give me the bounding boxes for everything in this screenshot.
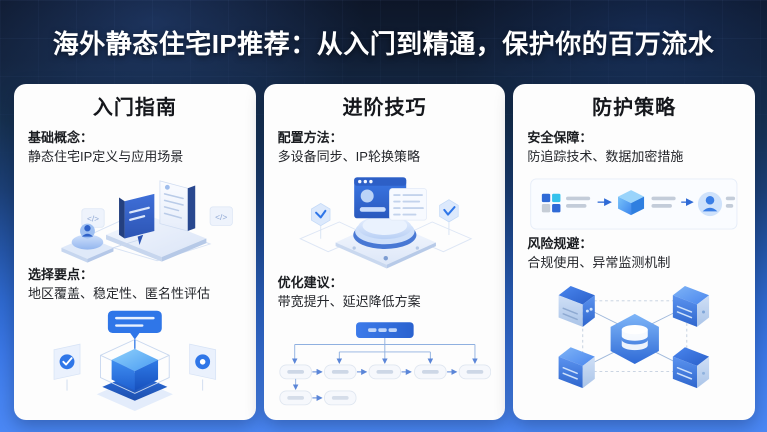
section-text: 多设备同步、IP轮换策略	[277, 149, 420, 164]
section-text: 地区覆盖、稳定性、匿名性评估	[28, 286, 211, 301]
section-label: 配置方法：	[277, 130, 343, 145]
section-text: 防追踪技术、数据加密措施	[527, 149, 684, 164]
section-label: 选择要点：	[28, 267, 94, 282]
card-advanced-tips: 进阶技巧 配置方法： 多设备同步、IP轮换策略	[263, 84, 506, 420]
page-title: 海外静态住宅IP推荐：从入门到精通，保护你的百万流水	[52, 29, 715, 59]
section-label: 安全保障：	[527, 130, 593, 145]
card-getting-started: 入门指南 基础概念： 静态住宅IP定义与应用场景	[14, 84, 256, 420]
server-network-topology-illustration	[527, 276, 741, 400]
isometric-secure-cube-illustration	[28, 305, 242, 413]
section-label: 风险规避：	[527, 236, 593, 251]
card-protection-strategy: 防护策略 安全保障： 防追踪技术、数据加密措施	[513, 84, 756, 420]
svg-text:</>: </>	[215, 212, 227, 222]
card-heading: 进阶技巧	[342, 97, 427, 119]
encryption-pipeline-diagram-illustration	[527, 173, 741, 235]
card-heading: 入门指南	[92, 97, 177, 119]
svg-text:</>: </>	[87, 214, 99, 224]
section-text: 静态住宅IP定义与应用场景	[28, 149, 184, 164]
section-text: 合规使用、异常监测机制	[527, 255, 671, 270]
isometric-documents-platform-illustration: </> </>	[28, 170, 242, 266]
isometric-browser-platform-illustration	[278, 170, 492, 274]
cards-container: 入门指南 基础概念： 静态住宅IP定义与应用场景	[14, 84, 756, 420]
section-label: 基础概念：	[28, 130, 94, 145]
section-text: 带宽提升、延迟降低方案	[277, 294, 421, 309]
section-label: 优化建议：	[277, 275, 343, 290]
card-heading: 防护策略	[592, 97, 677, 119]
process-flowchart-illustration	[278, 315, 492, 413]
